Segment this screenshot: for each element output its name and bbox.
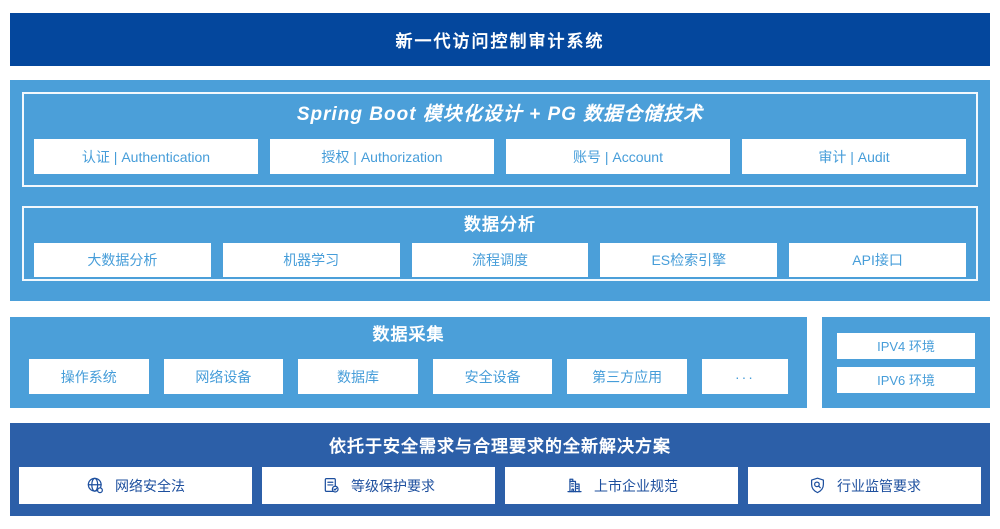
source-box-third-party: 第三方应用 (567, 359, 687, 394)
source-box-network-device: 网络设备 (163, 359, 284, 394)
globe-icon (86, 476, 105, 495)
source-box-security-device: 安全设备 (432, 359, 553, 394)
source-box-os: 操作系统 (29, 359, 149, 394)
analysis-box-workflow: 流程调度 (411, 243, 589, 277)
springboot-section-title: Spring Boot 模块化设计 + PG 数据仓储技术 (296, 104, 704, 125)
banner: 新一代访问控制审计系统 (10, 13, 990, 66)
source-box-more: ··· (701, 359, 788, 394)
environment-section: IPV4 环境 IPV6 环境 (822, 317, 990, 408)
solution-box-industry-regulation: 行业监管要求 (748, 467, 981, 504)
page-title: 新一代访问控制审计系统 (395, 32, 605, 51)
solution-box-label: 行业监管要求 (837, 477, 921, 494)
collection-section: 数据采集 操作系统 网络设备 数据库 安全设备 第三方应用 ··· (10, 317, 807, 408)
solution-box-label: 等级保护要求 (351, 477, 435, 494)
solution-box-listed-company: 上市企业规范 (505, 467, 738, 504)
module-box-audit: 审计 | Audit (742, 139, 966, 174)
module-box-account: 账号 | Account (506, 139, 730, 174)
analysis-box-api: API接口 (789, 243, 966, 277)
analysis-module-row: 大数据分析 机器学习 流程调度 ES检索引擎 API接口 (24, 243, 976, 277)
analysis-box-es-search: ES检索引擎 (600, 243, 778, 277)
shield-search-icon (808, 476, 827, 495)
analysis-section: 数据分析 大数据分析 机器学习 流程调度 ES检索引擎 API接口 (22, 206, 978, 281)
solution-box-label: 网络安全法 (115, 477, 185, 494)
solution-box-graded-protection: 等级保护要求 (262, 467, 495, 504)
collection-source-row: 操作系统 网络设备 数据库 安全设备 第三方应用 ··· (10, 359, 807, 394)
analysis-box-machine-learning: 机器学习 (222, 243, 400, 277)
solution-section-title: 依托于安全需求与合理要求的全新解决方案 (329, 437, 671, 456)
source-box-database: 数据库 (298, 359, 418, 394)
analysis-section-title: 数据分析 (464, 215, 536, 234)
springboot-module-row: 认证 | Authentication 授权 | Authorization 账… (24, 139, 976, 174)
building-icon (565, 476, 584, 495)
env-box-ipv4: IPV4 环境 (837, 332, 975, 359)
solution-row: 网络安全法 等级保护要求 (10, 467, 990, 504)
solution-box-label: 上市企业规范 (594, 477, 678, 494)
solution-section: 依托于安全需求与合理要求的全新解决方案 网络安全法 (10, 423, 990, 516)
analysis-box-bigdata: 大数据分析 (34, 243, 211, 277)
platform-section: Spring Boot 模块化设计 + PG 数据仓储技术 认证 | Authe… (10, 80, 990, 301)
solution-box-network-security-law: 网络安全法 (19, 467, 252, 504)
springboot-section: Spring Boot 模块化设计 + PG 数据仓储技术 认证 | Authe… (22, 92, 978, 187)
document-check-icon (322, 476, 341, 495)
module-box-authentication: 认证 | Authentication (34, 139, 258, 174)
module-box-authorization: 授权 | Authorization (270, 139, 494, 174)
collection-section-title: 数据采集 (372, 325, 445, 344)
env-box-ipv6: IPV6 环境 (837, 366, 975, 393)
